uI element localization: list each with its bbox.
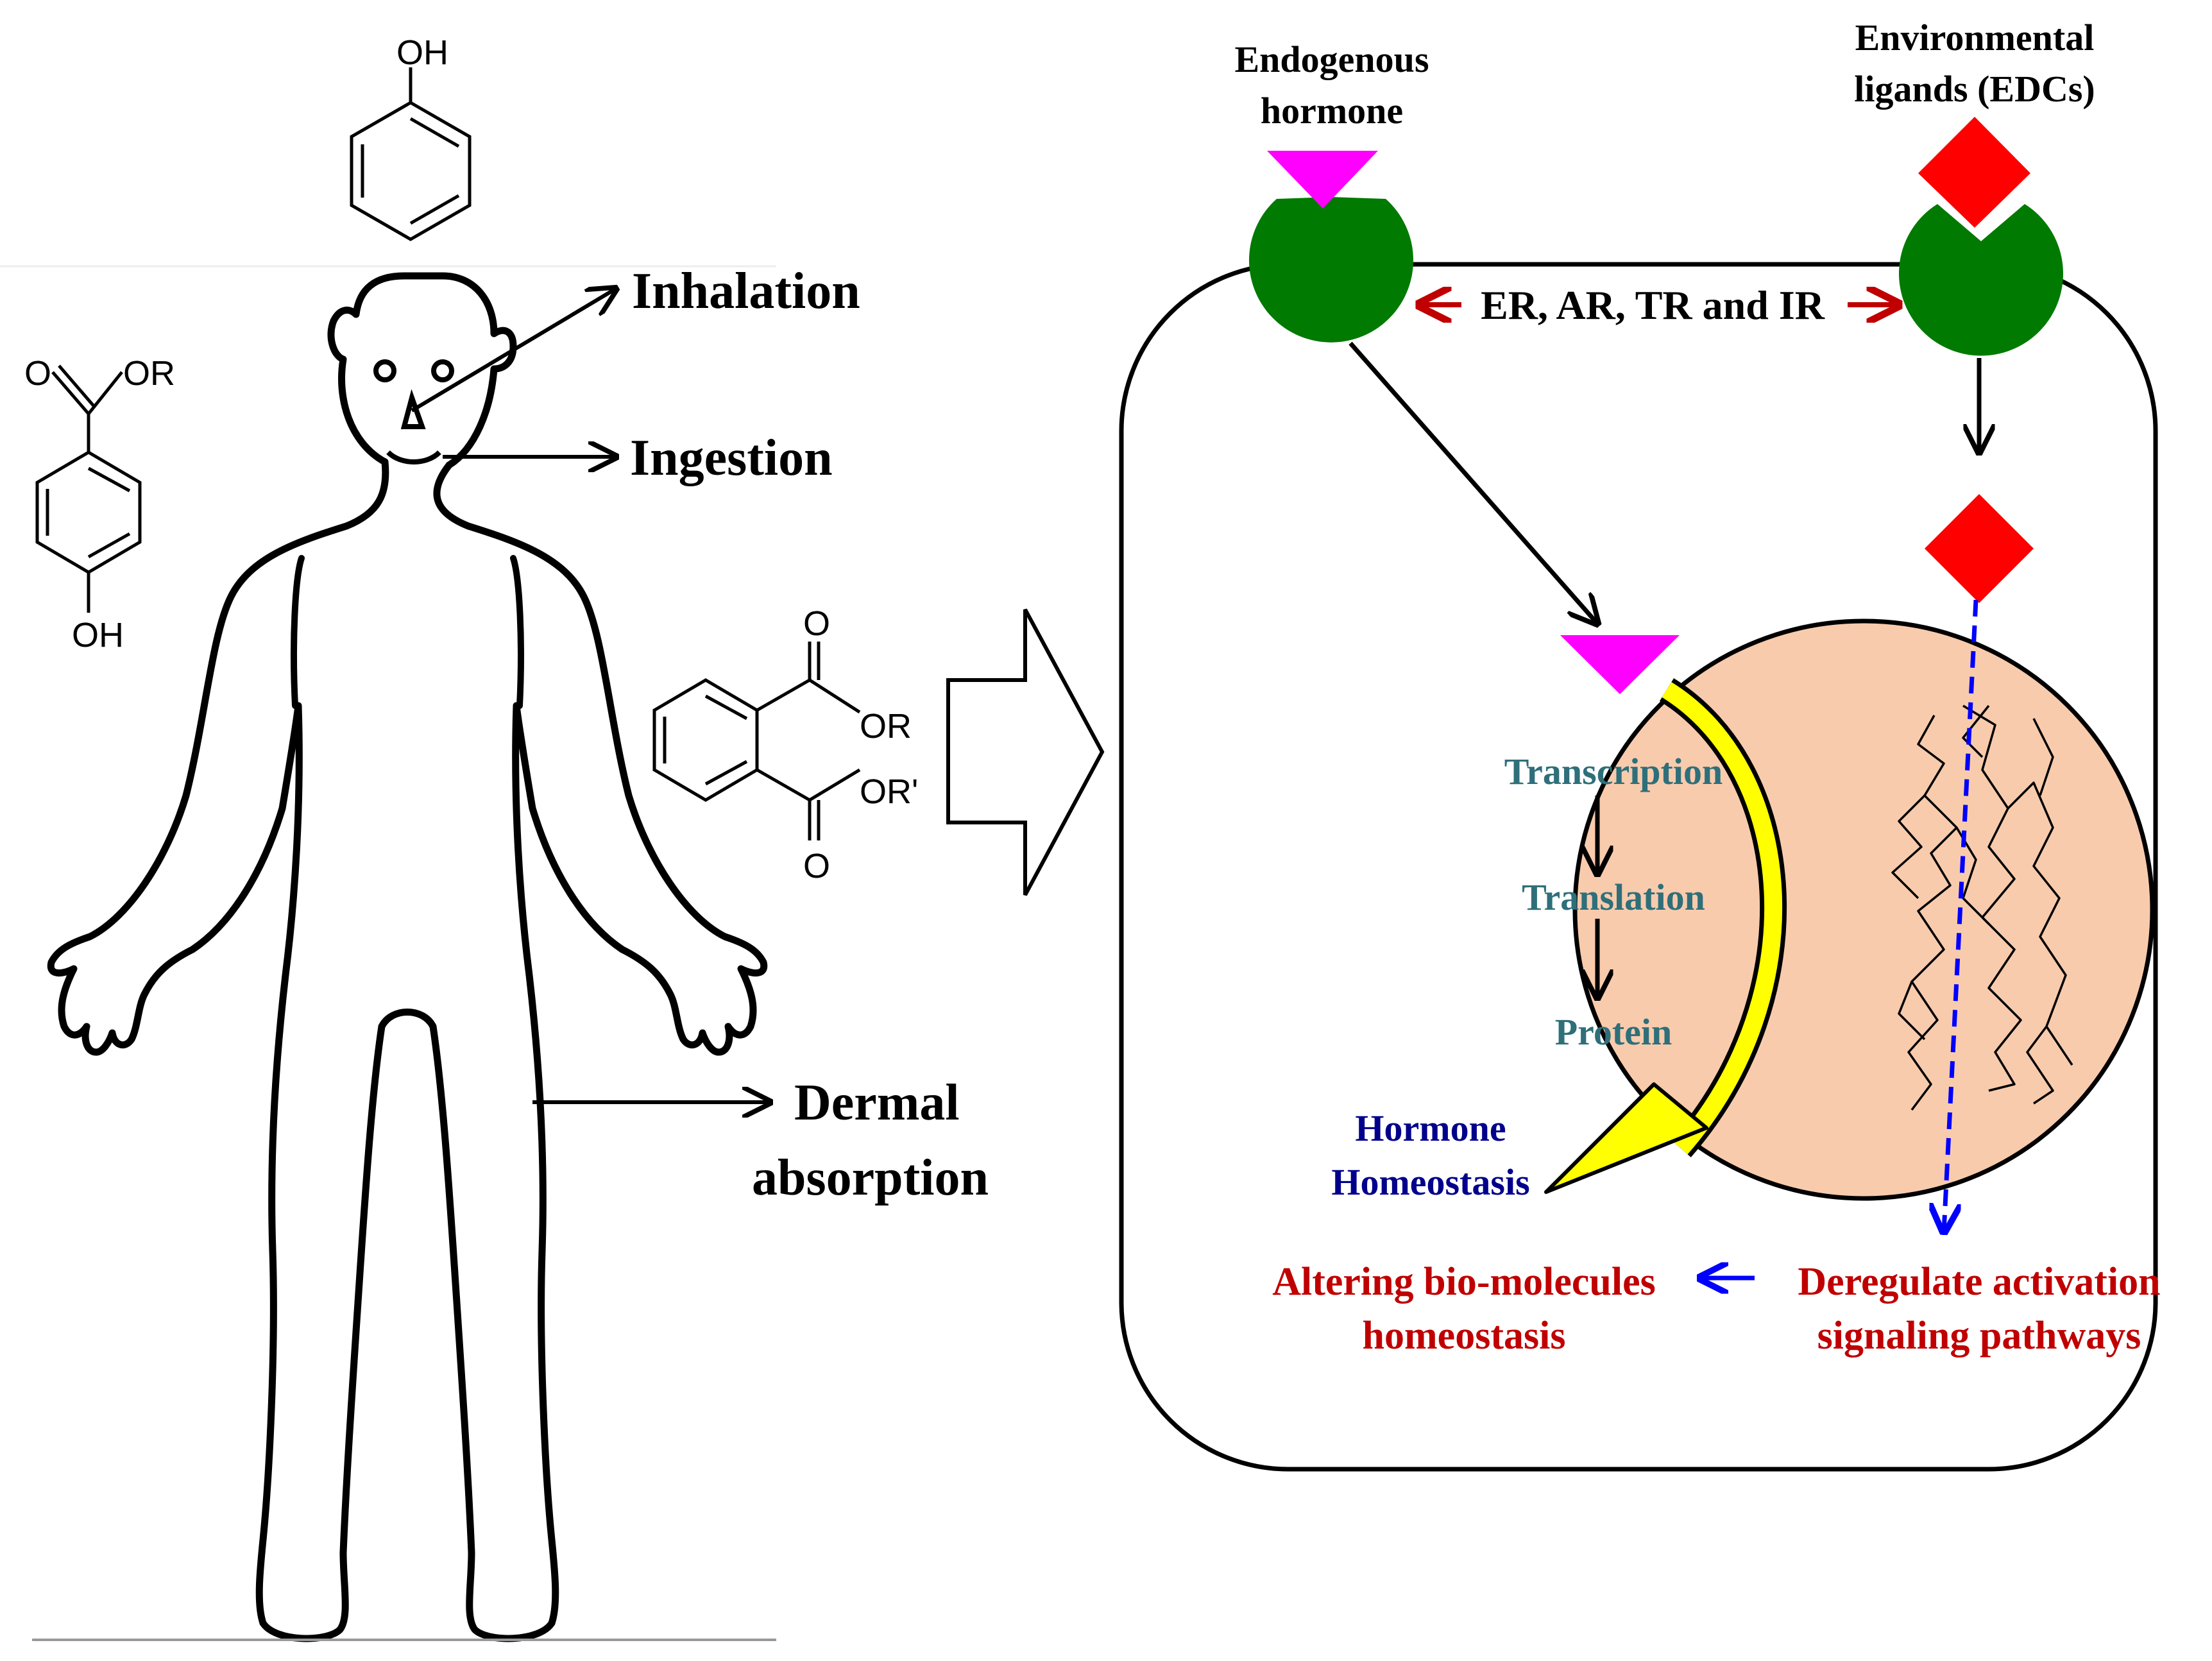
- edc-diamond-top: [1918, 117, 2030, 228]
- paraben-o: O: [24, 354, 51, 393]
- transcription-label: Transcription: [1504, 751, 1723, 792]
- absorption-label: absorption: [752, 1150, 989, 1206]
- translation-label: Translation: [1522, 876, 1705, 918]
- paraben-oh: OH: [72, 616, 124, 654]
- phthalate-or2: OR': [860, 772, 918, 811]
- endogenous-label-2: hormone: [1261, 90, 1403, 132]
- route-arrows: [411, 289, 770, 1102]
- phenol-oh: OH: [396, 33, 448, 72]
- hormone-homeostasis-1: Hormone: [1355, 1107, 1506, 1149]
- phthalate-structure: O OR OR' O: [652, 604, 918, 885]
- endogenous-label-1: Endogenous: [1234, 38, 1429, 80]
- nucleus: [1572, 618, 2155, 1201]
- edc-diamond-inside: [1925, 494, 2034, 603]
- ingestion-label: Ingestion: [630, 430, 833, 486]
- hormone-homeostasis-2: Homeostasis: [1331, 1161, 1529, 1203]
- phthalate-o-top: O: [803, 604, 830, 643]
- inhalation-label: Inhalation: [632, 263, 860, 319]
- receptors-label: ER, AR, TR and IR: [1481, 282, 1825, 328]
- phthalate-or: OR: [860, 707, 912, 745]
- mouth: [386, 450, 441, 464]
- paraben-structure: O OR OH: [24, 354, 175, 654]
- altering-label-1: Altering bio-molecules: [1272, 1260, 1656, 1304]
- human-body-outline: [47, 272, 768, 1642]
- environmental-label-2: ligands (EDCs): [1854, 68, 2095, 110]
- dermal-label: Dermal: [794, 1075, 960, 1131]
- paraben-or: OR: [123, 354, 175, 393]
- environmental-receptor: [1898, 204, 2064, 356]
- protein-label: Protein: [1555, 1011, 1672, 1053]
- hormone-path-arrow: [1348, 341, 1597, 624]
- big-hollow-arrow: [946, 608, 1105, 896]
- environmental-label-1: Environmental: [1855, 17, 2095, 58]
- endogenous-hormone-triangle: [1267, 151, 1378, 209]
- deregulate-label-1: Deregulate activation: [1798, 1260, 2160, 1304]
- chromatin: [1891, 704, 2073, 1111]
- yellow-curved-arrow: [1544, 678, 1787, 1194]
- endogenous-receptor: [1249, 197, 1414, 343]
- hormone-triangle-nucleus: [1560, 635, 1680, 694]
- left-eye: [373, 359, 396, 382]
- phenol-structure: OH: [350, 33, 472, 241]
- nose: [400, 389, 426, 429]
- blue-dashed-arrow: [1944, 599, 1978, 1232]
- face: [373, 359, 454, 464]
- right-eye: [431, 359, 454, 382]
- phthalate-o-bottom: O: [803, 847, 830, 885]
- inhalation-arrow: [411, 289, 616, 413]
- deregulate-label-2: signaling pathways: [1817, 1314, 2141, 1358]
- altering-label-2: homeostasis: [1363, 1314, 1566, 1358]
